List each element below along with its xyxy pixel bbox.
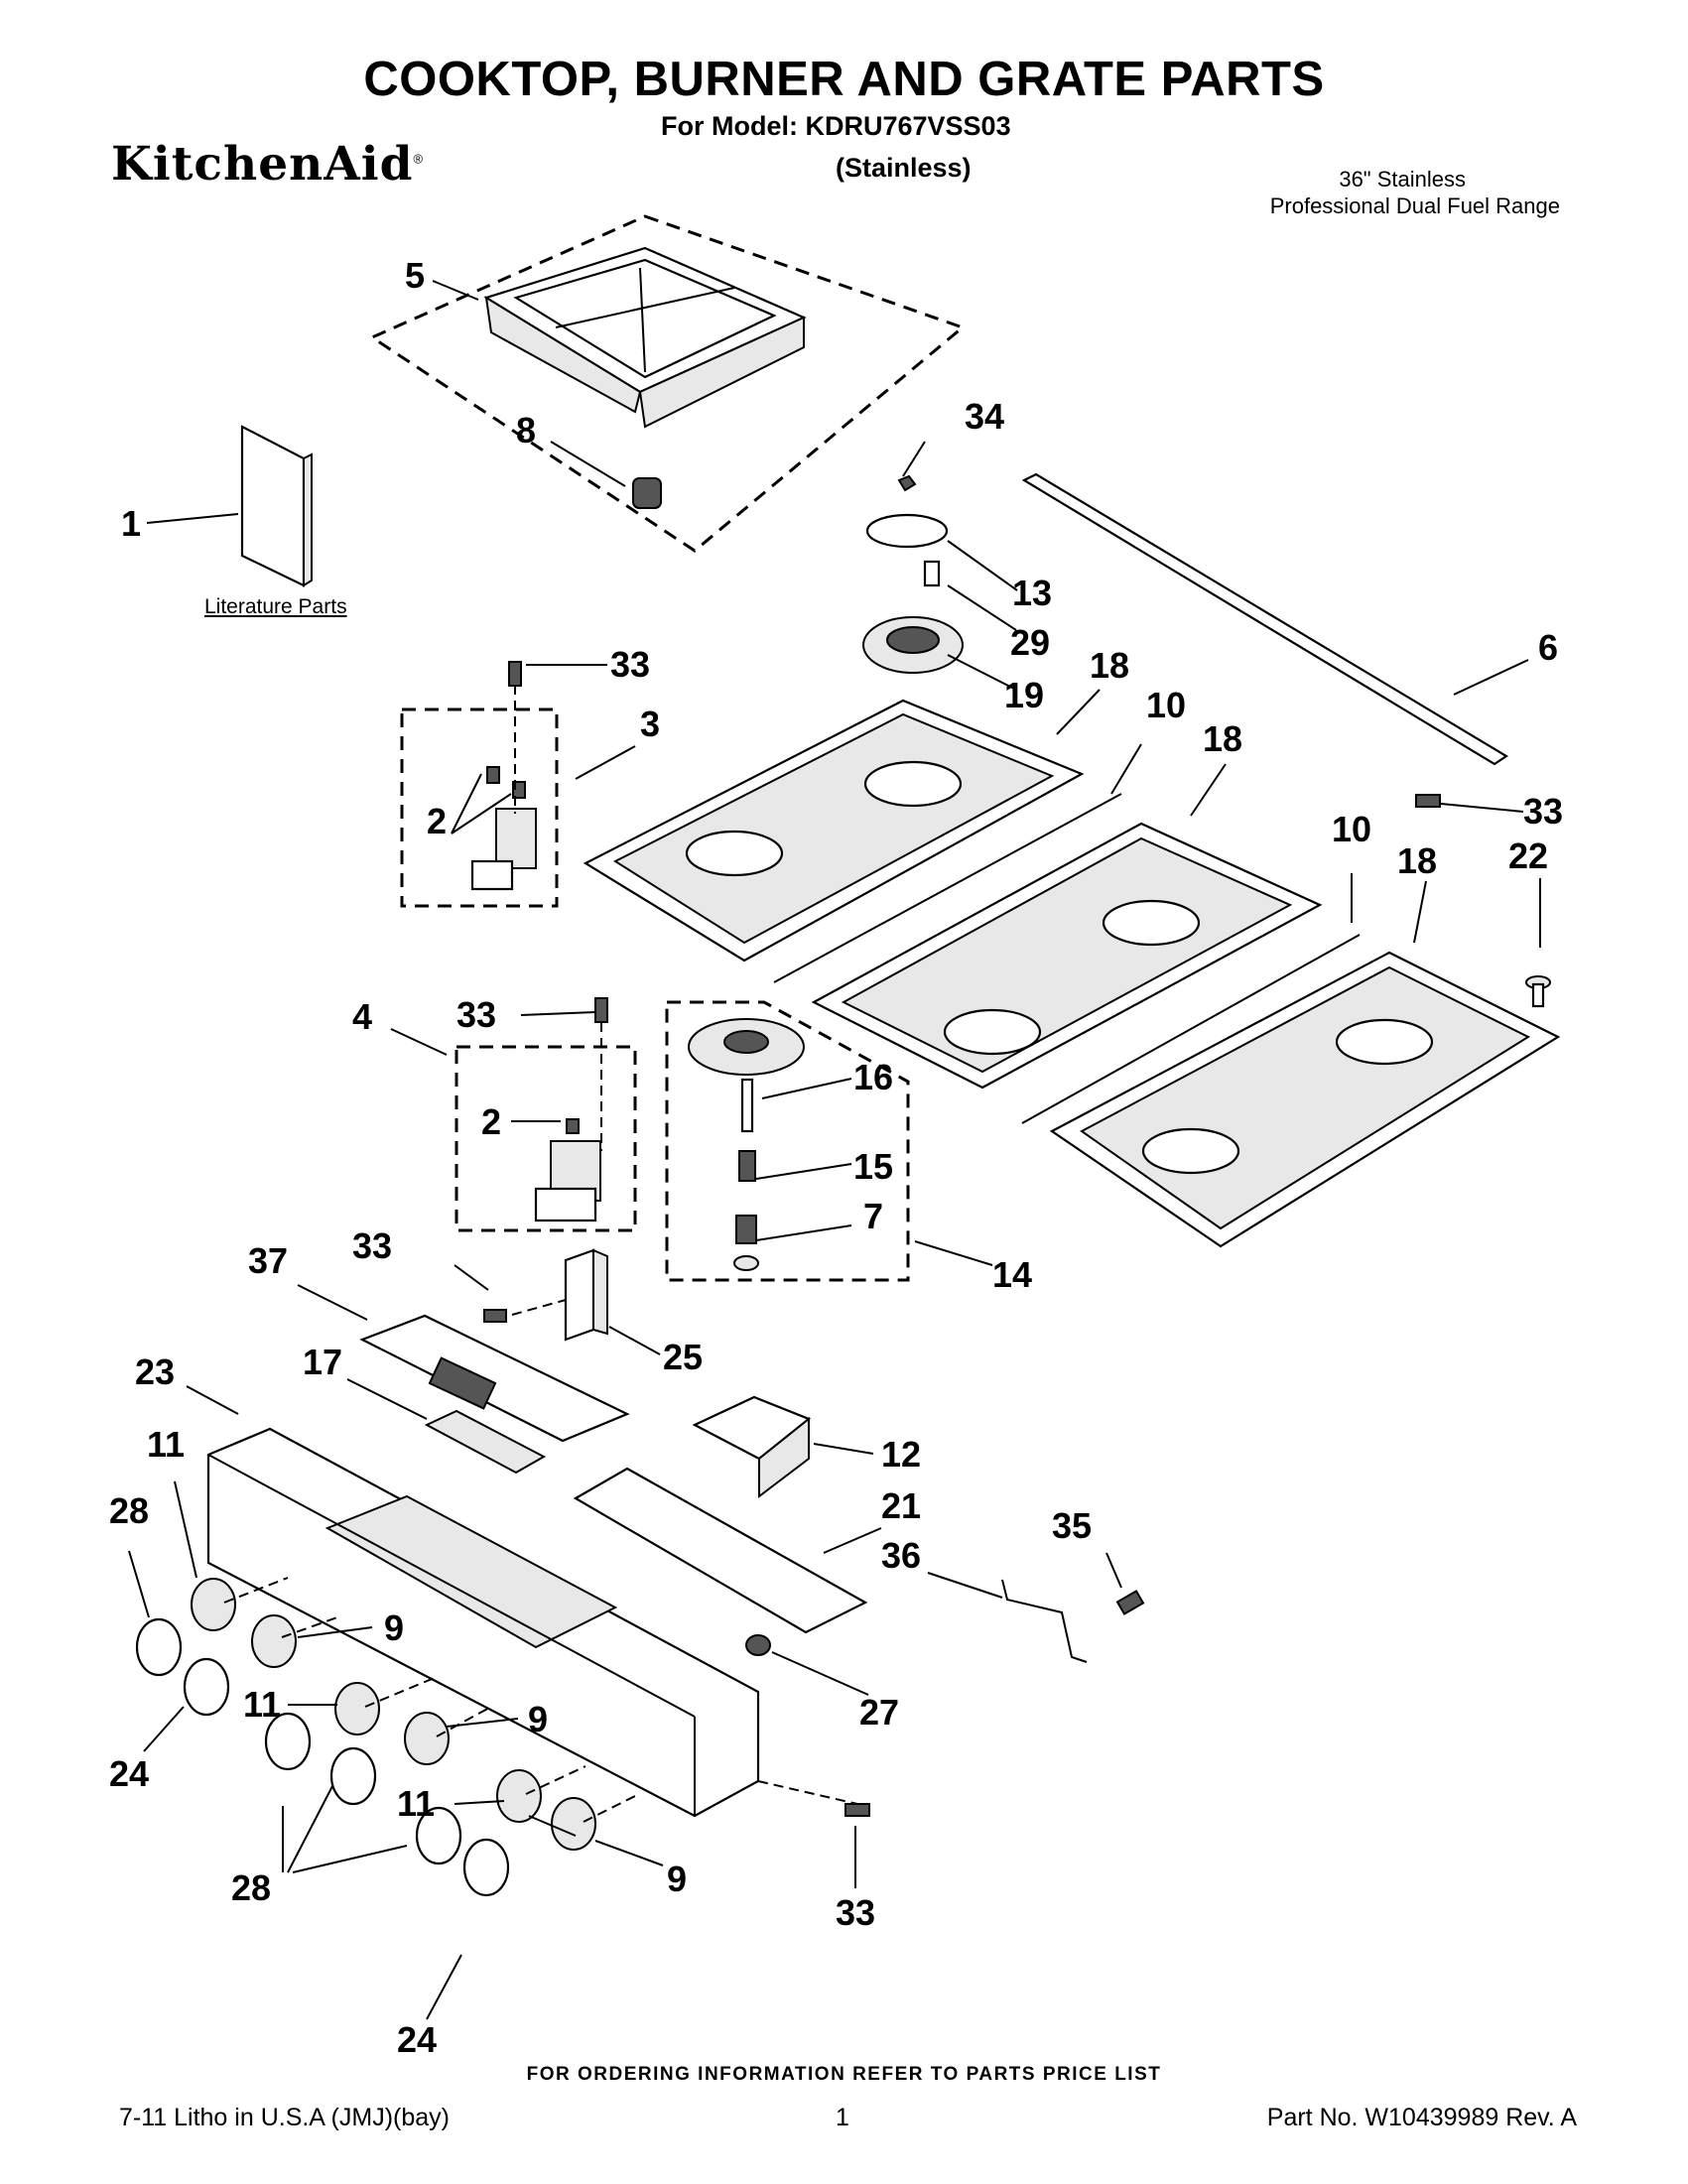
callout-36: 36 bbox=[881, 1535, 921, 1576]
callout-37: 37 bbox=[248, 1240, 288, 1281]
model-variant: (Stainless) bbox=[836, 153, 972, 183]
callout-7: 7 bbox=[863, 1196, 883, 1236]
callout-25: 25 bbox=[663, 1337, 703, 1377]
valve-assembly-3 bbox=[470, 766, 537, 891]
burner-base-box bbox=[665, 1000, 910, 1282]
callout-4: 4 bbox=[352, 996, 372, 1037]
product-description-line1: 36" Stainless bbox=[1339, 167, 1466, 192]
callout-9b: 9 bbox=[528, 1699, 548, 1739]
callout-8: 8 bbox=[516, 410, 536, 450]
nut bbox=[745, 1634, 771, 1656]
callout-29: 29 bbox=[1010, 622, 1050, 663]
callout-11a: 11 bbox=[147, 1424, 185, 1465]
burner-pan-2 bbox=[811, 822, 1323, 1090]
screw-35 bbox=[1115, 1590, 1145, 1615]
page-title: COOKTOP, BURNER AND GRATE PARTS bbox=[363, 53, 1325, 106]
callout-13: 13 bbox=[1012, 573, 1052, 613]
callout-18c: 18 bbox=[1397, 840, 1437, 881]
callout-15: 15 bbox=[853, 1146, 893, 1187]
bracket-21 bbox=[573, 1467, 868, 1634]
callout-1: 1 bbox=[121, 503, 141, 544]
callout-14: 14 bbox=[992, 1254, 1032, 1295]
callout-34: 34 bbox=[965, 396, 1004, 437]
callout-16: 16 bbox=[853, 1057, 893, 1097]
callout-33b: 33 bbox=[1523, 791, 1563, 832]
ignition-module bbox=[564, 1248, 608, 1342]
callout-27: 27 bbox=[859, 1692, 899, 1733]
electronic-control-board bbox=[424, 1409, 547, 1475]
callout-3: 3 bbox=[640, 704, 660, 744]
foot-screw bbox=[1525, 975, 1551, 1008]
valve-box-3 bbox=[400, 707, 559, 908]
model-number: For Model: KDRU767VSS03 bbox=[661, 111, 1011, 141]
registered-mark: ® bbox=[413, 151, 425, 167]
litho-info: 7-11 Litho in U.S.A (JMJ)(bay) bbox=[119, 2104, 450, 2131]
callout-33a: 33 bbox=[610, 644, 650, 685]
side-trim bbox=[1021, 472, 1509, 766]
callout-23: 23 bbox=[135, 1351, 175, 1392]
callout-11b: 11 bbox=[243, 1684, 281, 1725]
product-description-line2: Professional Dual Fuel Range bbox=[1269, 193, 1560, 218]
callout-17: 17 bbox=[303, 1342, 342, 1382]
callout-10a: 10 bbox=[1146, 685, 1186, 725]
callout-24b: 24 bbox=[397, 2019, 437, 2060]
callout-2b: 2 bbox=[481, 1101, 501, 1142]
burner-cap-assembly bbox=[862, 474, 964, 674]
callout-28a: 28 bbox=[109, 1490, 149, 1531]
literature-parts-label: Literature Parts bbox=[204, 595, 347, 618]
bracket-36 bbox=[1001, 1579, 1088, 1663]
callout-21: 21 bbox=[881, 1485, 921, 1526]
grate bbox=[368, 214, 966, 553]
brand-name: KitchenAid bbox=[111, 137, 414, 192]
callout-33e: 33 bbox=[836, 1892, 875, 1933]
callout-numbers: 1 2 2 3 4 5 6 7 8 9 9 9 10 10 11 11 11 1… bbox=[109, 255, 1563, 2060]
callout-9a: 9 bbox=[384, 1607, 404, 1648]
burner-pan-1 bbox=[583, 699, 1085, 963]
alignment-lines bbox=[223, 685, 858, 1823]
callout-12: 12 bbox=[881, 1434, 921, 1475]
callout-33c: 33 bbox=[456, 994, 496, 1035]
channel-strip-1 bbox=[773, 793, 1122, 983]
callout-5: 5 bbox=[405, 255, 425, 296]
bracket-12 bbox=[692, 1395, 812, 1499]
callout-11c: 11 bbox=[397, 1783, 435, 1824]
callout-28b: 28 bbox=[231, 1867, 271, 1908]
callout-19: 19 bbox=[1004, 675, 1044, 715]
valve-assembly-4 bbox=[534, 1118, 601, 1222]
callout-2a: 2 bbox=[427, 801, 447, 841]
channel-strip-2 bbox=[1021, 934, 1361, 1124]
leader-lines bbox=[128, 280, 1541, 2020]
callout-33d: 33 bbox=[352, 1225, 392, 1266]
callout-10b: 10 bbox=[1332, 809, 1371, 849]
literature-booklet bbox=[240, 425, 313, 587]
callout-18a: 18 bbox=[1090, 645, 1129, 686]
screws-33 bbox=[483, 661, 1441, 1817]
ordering-note: FOR ORDERING INFORMATION REFER TO PARTS … bbox=[526, 2064, 1162, 2085]
callout-18b: 18 bbox=[1203, 718, 1242, 759]
page-number: 1 bbox=[836, 2104, 849, 2131]
callout-6: 6 bbox=[1538, 627, 1558, 668]
callout-22: 22 bbox=[1508, 835, 1548, 876]
manifold-panel bbox=[206, 1427, 760, 1818]
control-overlay bbox=[359, 1314, 630, 1443]
burner-base-assembly bbox=[688, 1018, 805, 1271]
callout-24a: 24 bbox=[109, 1753, 149, 1794]
callout-9c: 9 bbox=[667, 1859, 687, 1899]
callout-35: 35 bbox=[1052, 1505, 1092, 1546]
burner-pan-3 bbox=[1049, 951, 1561, 1248]
knobs bbox=[135, 1578, 596, 1897]
part-number: Part No. W10439989 Rev. A bbox=[1266, 2104, 1577, 2131]
brand-logo: KitchenAid® bbox=[111, 137, 424, 192]
